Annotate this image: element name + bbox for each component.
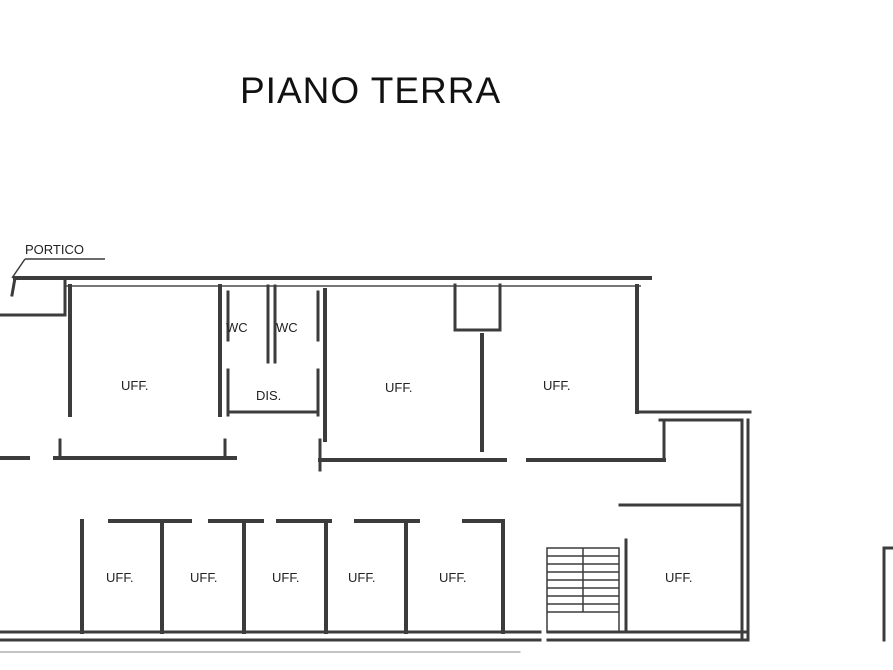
room-label-uff-6: UFF.: [272, 570, 299, 585]
portico-leader: [11, 258, 105, 279]
room-label-dis: DIS.: [256, 388, 281, 403]
wall-small-posts: [58, 438, 227, 460]
room-label-uff-8: UFF.: [439, 570, 466, 585]
wall-right-vertical: [740, 418, 750, 642]
staircase: [546, 547, 620, 633]
room-label-uff-2: UFF.: [385, 380, 412, 395]
room-label-uff-4: UFF.: [106, 570, 133, 585]
wall-step: [635, 410, 752, 422]
room-label-wc-2: WC: [276, 320, 298, 335]
walls: [0, 276, 893, 653]
wall-bottom: [0, 630, 750, 642]
room-label-uff-3: UFF.: [543, 378, 570, 393]
room-label-uff-9: UFF.: [665, 570, 692, 585]
wall-wc-mid: [266, 284, 277, 364]
wall-office-2: [323, 288, 484, 452]
wall-lower-row-dividers: [80, 519, 505, 634]
room-label-uff-7: UFF.: [348, 570, 375, 585]
room-label-uff-5: UFF.: [190, 570, 217, 585]
wall-portico: [0, 276, 67, 317]
room-label-uff-1: UFF.: [121, 378, 148, 393]
room-label-wc-1: WC: [226, 320, 248, 335]
wall-niche: [453, 283, 502, 332]
wall-far-right-fragment: [882, 546, 893, 642]
plan-title: PIANO TERRA: [240, 70, 502, 111]
portico-label: PORTICO: [25, 242, 84, 257]
wall-office-1: [68, 284, 222, 417]
